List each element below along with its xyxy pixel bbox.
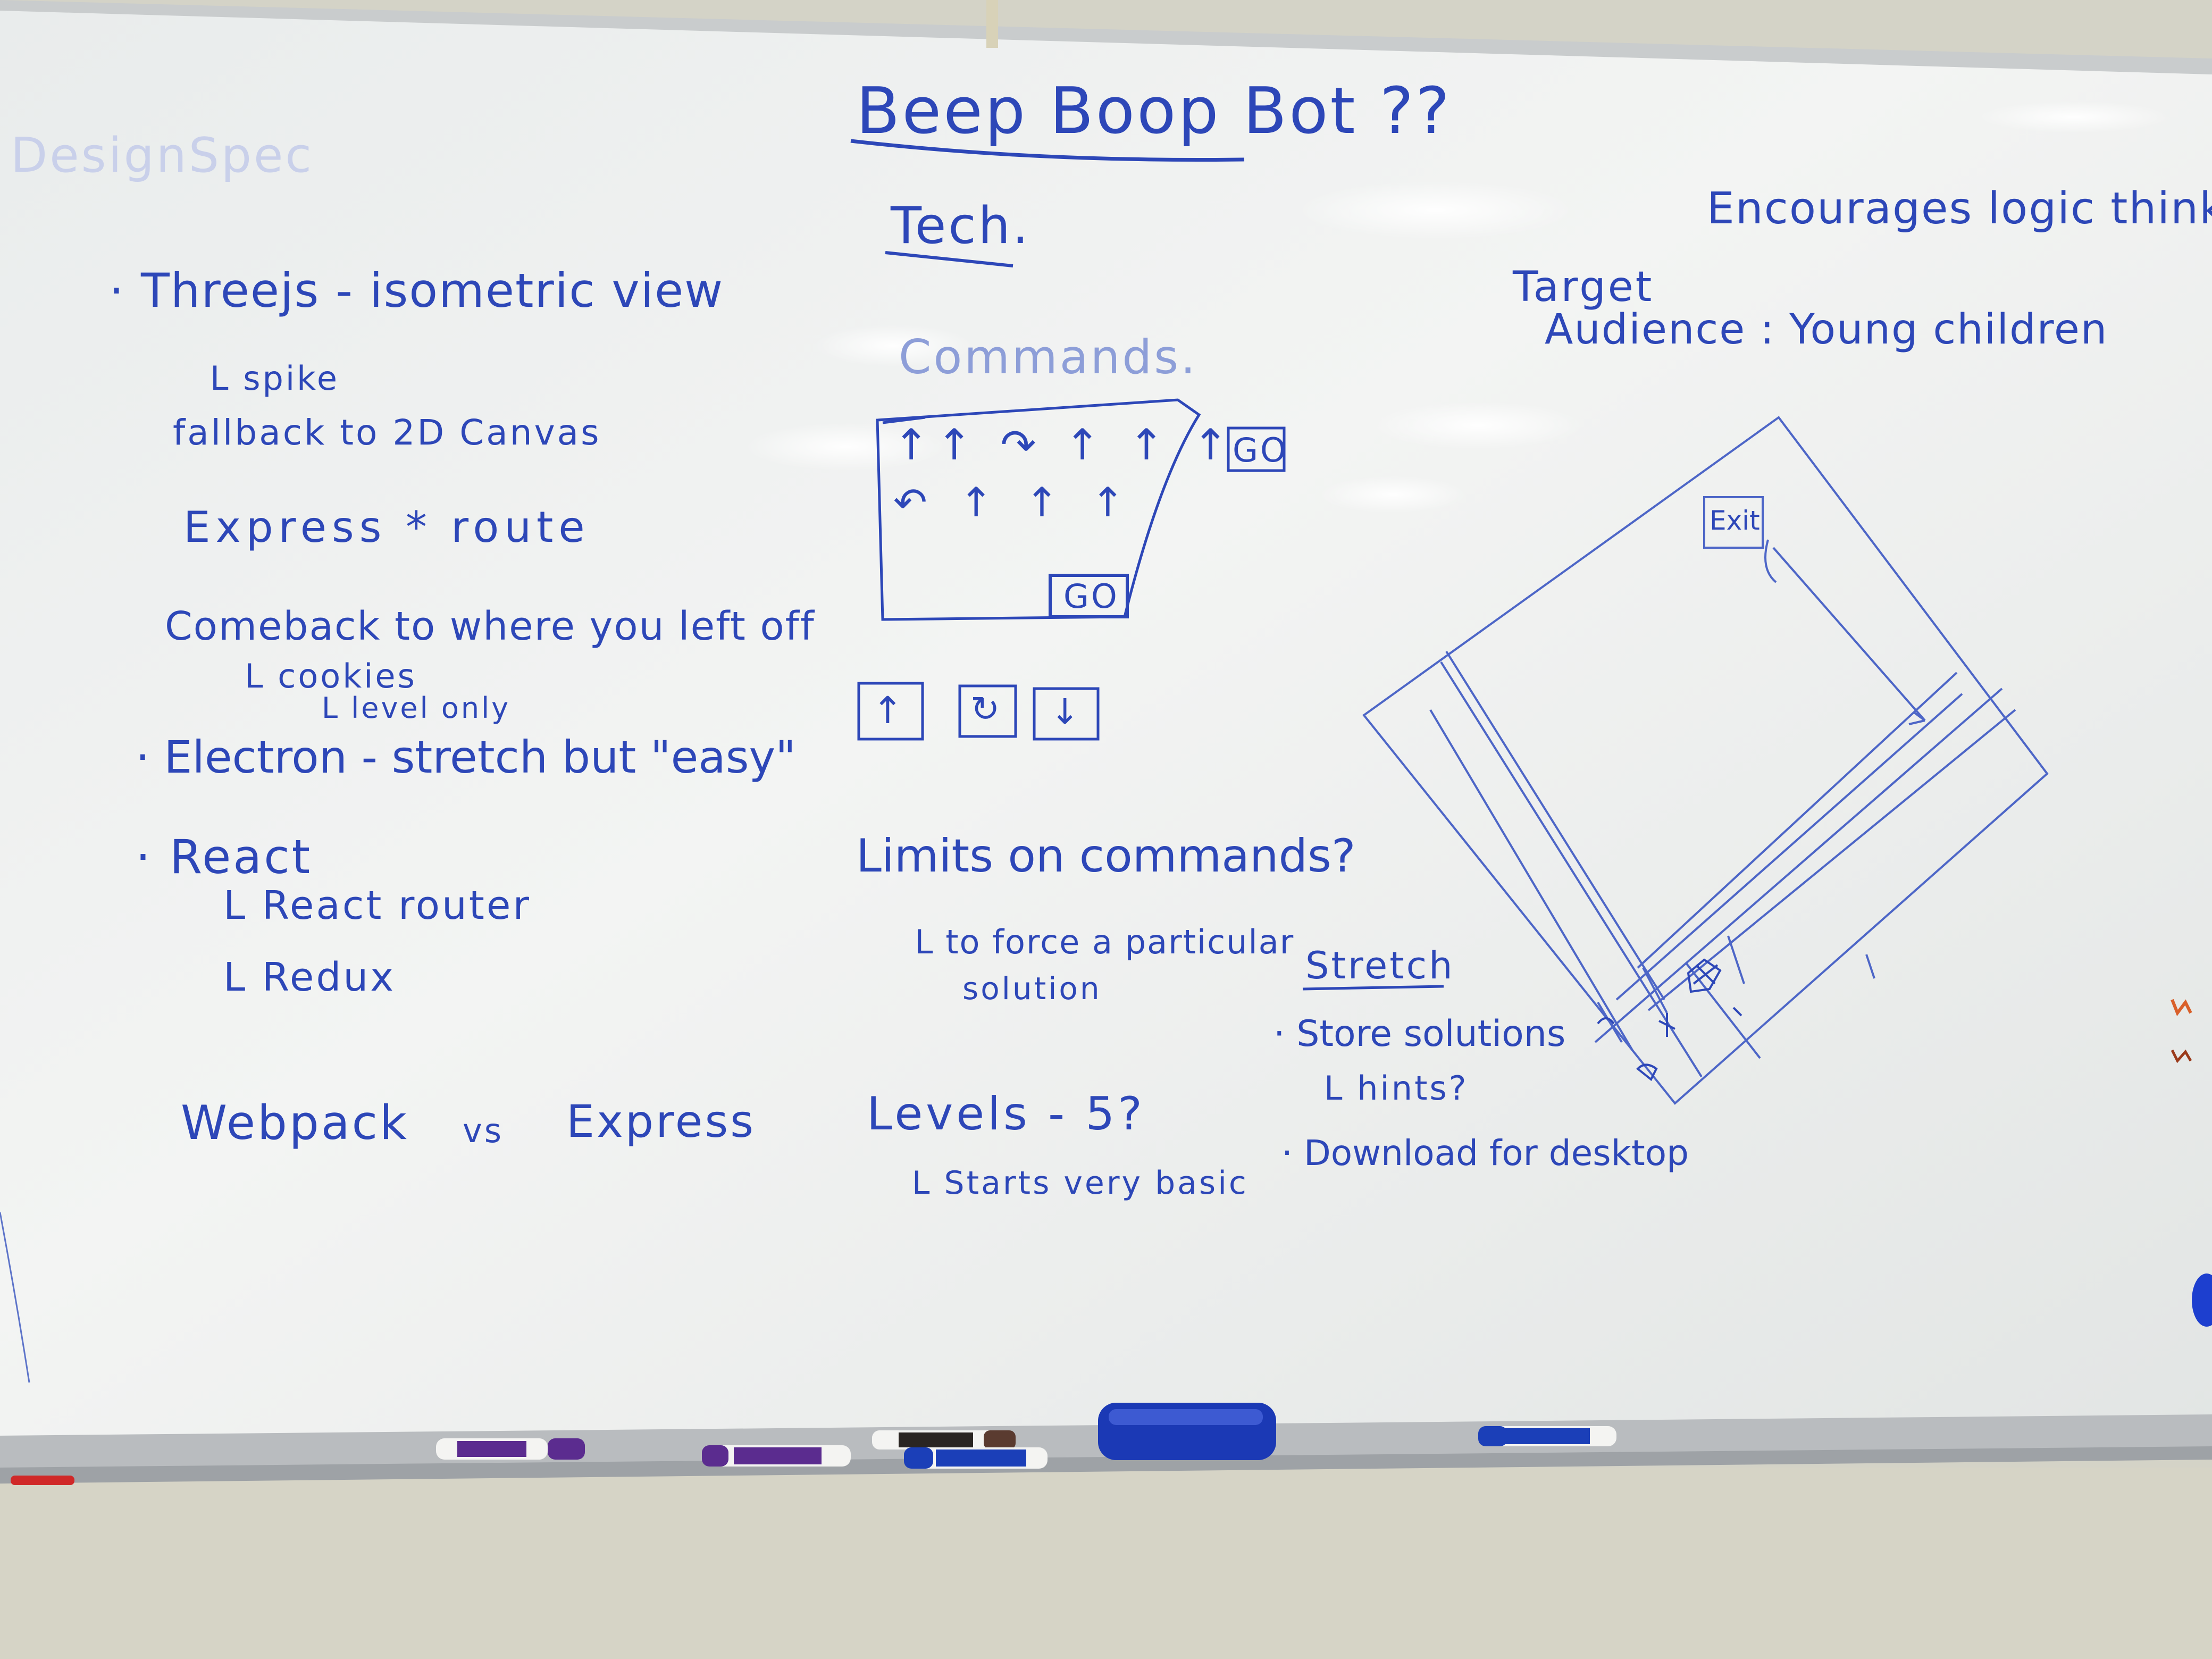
note-vs: vs [463,1111,504,1150]
tech-heading: Tech. [891,197,1030,255]
note-level-only: L level only [322,691,511,725]
purple-marker-2 [702,1445,851,1467]
note-react: · React [136,830,313,884]
stray-line-left [0,1212,30,1383]
robot-scribble [1687,958,1722,993]
light-glare-3 [1372,401,1585,449]
commands-row-2: ↶ ↑ ↑ ↑ [893,479,1135,526]
button-1-label: ↑ [872,689,906,732]
button-2-label: ↻ [970,689,1002,730]
marker-tray-lip [0,1446,2212,1484]
title-underline [850,139,1245,162]
note-spike: L spike [210,359,339,398]
orange-mark-1 [2171,999,2192,1017]
go-inner-box [1049,574,1129,618]
note-react-router: L React router [223,883,531,928]
command-button-2 [958,684,1017,738]
tech-underline [885,251,1013,267]
first-command-highlight [882,416,926,424]
commands-row-1: ↑↑ ↷ ↑ ↑ ↑ [893,420,1236,470]
eraser [1098,1403,1276,1460]
tray-items [11,1403,1616,1485]
light-glare-2 [744,423,946,471]
commands-heading: Commands. [899,330,1198,384]
red-marker-cap [11,1476,74,1485]
note-fallback: fallback to 2D Canvas [173,412,601,453]
board-clip [986,0,998,48]
limits-heading: Limits on commands? [856,830,1356,883]
command-button-1 [857,682,924,741]
note-comeback: Comeback to where you left off [165,604,815,649]
stretch-item-2: · Download for desktop [1281,1133,1689,1174]
stretch-hints: L hints? [1324,1069,1469,1108]
light-glare-4 [814,324,973,367]
go-outer-label: GO [1233,431,1288,470]
levels-heading: Levels - 5? [867,1087,1145,1141]
go-outer-box [1227,426,1286,472]
isometric-grid-sketch [1362,416,2049,1105]
note-express: Express [566,1095,756,1147]
commands-box [876,398,1201,621]
limits-sub-1: L to force a particular [915,923,1295,961]
light-glare-5 [1319,476,1468,513]
note-threejs: · Threejs - isometric view [109,263,724,318]
orange-mark-2 [2171,1049,2192,1063]
command-button-3 [1033,687,1100,741]
grid-exit-label: Exit [1710,505,1760,536]
button-3-label: ↓ [1050,691,1082,732]
go-inner-label: GO [1063,577,1119,616]
faint-corner-text: DesignSpec [11,128,314,183]
note-express-route: Express * route [183,502,590,552]
light-glare-1 [1297,181,1574,239]
levels-sub: L Starts very basic [912,1164,1249,1202]
stretch-heading: Stretch [1305,944,1455,987]
purple-marker-1 [436,1438,585,1460]
audience-label: Audience : Young children [1545,306,2108,354]
board-title: Beep Boop Bot ?? [856,74,1452,148]
black-marker [872,1430,1016,1449]
goal-text: Encourages logic thinking [1707,183,2212,234]
note-electron: · Electron - stretch but "easy" [136,731,796,783]
stretch-underline [1302,985,1444,991]
note-cookies: L cookies [245,657,417,696]
stretch-item-1: · Store solutions [1273,1013,1566,1055]
note-redux: L Redux [223,954,396,1000]
limits-sub-2: solution [962,970,1102,1007]
grid-cell-marks [1597,1007,1742,1082]
target-label: Target [1513,263,1654,311]
blue-marker-2 [1478,1426,1616,1446]
light-glare-6 [1978,101,2169,133]
blue-marker-1 [904,1447,1048,1469]
blue-magnet [2192,1273,2212,1327]
wall-lower [0,1468,2212,1659]
note-webpack: Webpack [181,1095,409,1150]
board-surface [0,11,2212,1452]
